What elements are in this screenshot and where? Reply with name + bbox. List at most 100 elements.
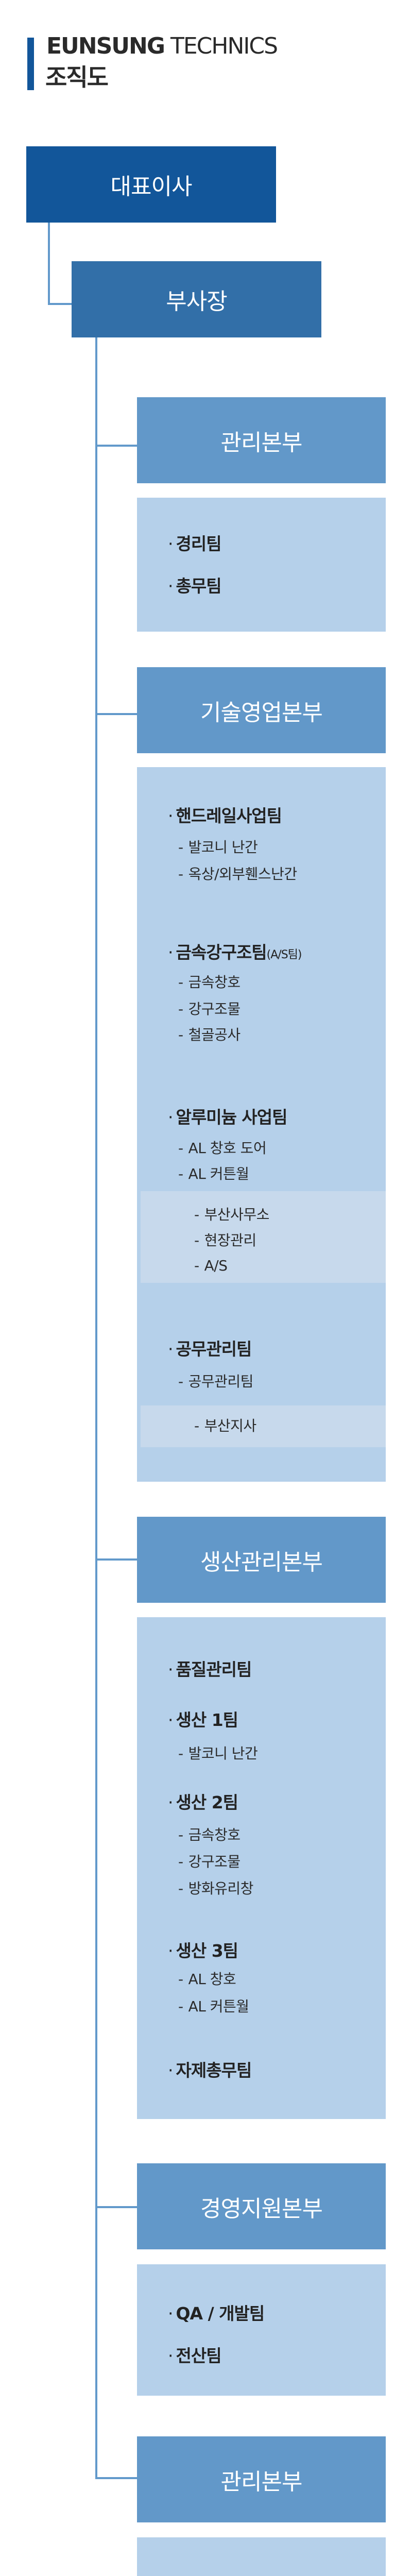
sub-item-label: 철골공사	[188, 1026, 241, 1043]
division-business-support: 경영지원본부	[137, 2163, 386, 2249]
sub-item-label: AL 커튼월	[188, 1165, 249, 1182]
bullet-dot-icon: ·	[168, 2346, 173, 2366]
dash-icon: -	[178, 1998, 183, 2015]
sub-item: -부산지사	[194, 1417, 256, 1435]
division-management: 관리본부	[137, 397, 386, 483]
dash-icon: -	[178, 866, 183, 883]
team-item: ·QA / 개발팀	[168, 2303, 265, 2324]
dash-icon: -	[178, 1971, 183, 1988]
dash-icon: -	[194, 1206, 199, 1223]
bullet-dot-icon: ·	[168, 806, 173, 826]
sub-item: -발코니 난간	[178, 1744, 258, 1763]
division-tech-sales: 기술영업본부	[137, 667, 386, 753]
sub-item-label: 금속창호	[188, 974, 241, 991]
sub-item: -옥상/외부휀스난간	[178, 865, 297, 884]
connector-branch-2	[95, 1558, 137, 1561]
vice-president-label: 부사장	[166, 289, 227, 315]
bullet-dot-icon: ·	[168, 2060, 173, 2080]
highlight-group: -부산지사	[141, 1405, 386, 1447]
team-item: ·자제총무팀	[168, 2060, 252, 2081]
bullet-dot-icon: ·	[168, 1659, 173, 1680]
sub-item-label: AL 창호	[188, 1971, 236, 1988]
sub-item-label: 발코니 난간	[188, 1745, 258, 1762]
sub-item-label: 부산사무소	[204, 1206, 270, 1223]
ceo-box: 대표이사	[26, 146, 276, 223]
team-name: 생산 1팀	[176, 1710, 239, 1730]
bullet-dot-icon: ·	[168, 534, 173, 554]
connector-ceo-horizontal	[48, 303, 72, 305]
team-item: ·생산 1팀	[168, 1710, 238, 1731]
team-item: ·총무팀	[168, 576, 222, 597]
dash-icon: -	[178, 839, 183, 856]
highlight-group: -부산사무소 -현장관리 -A/S	[141, 1191, 386, 1283]
division-label: 관리본부	[220, 2468, 303, 2495]
team-item: ·핸드레일사업팀	[168, 806, 282, 826]
dash-icon: -	[178, 1026, 183, 1043]
bullet-dot-icon: ·	[168, 1107, 173, 1127]
team-name: 공무관리팀	[176, 1339, 252, 1359]
sub-item: -부산사무소	[194, 1206, 269, 1224]
sub-item-label: 금속창호	[188, 1826, 241, 1843]
sub-item: -현장관리	[194, 1231, 256, 1250]
sub-item: -강구조물	[178, 1853, 241, 1871]
bullet-dot-icon: ·	[168, 942, 173, 962]
page-title: 조직도	[45, 63, 109, 91]
division-label: 생산관리본부	[200, 1549, 323, 1575]
team-suffix: (A/S팀)	[266, 948, 302, 961]
team-item: ·공무관리팀	[168, 1339, 252, 1360]
dash-icon: -	[178, 1001, 183, 1018]
division-label: 관리본부	[220, 429, 303, 456]
sub-item: -철골공사	[178, 1026, 241, 1044]
division-production: 생산관리본부	[137, 1517, 386, 1603]
ceo-label: 대표이사	[110, 174, 193, 200]
sub-item: -방화유리창	[178, 1879, 253, 1898]
bullet-dot-icon: ·	[168, 1792, 173, 1812]
connector-ceo-vertical	[48, 223, 50, 305]
connector-branch-0	[95, 445, 137, 447]
team-name: 경리팀	[176, 534, 222, 554]
company-name: EUNSUNG TECHNICS	[46, 33, 278, 60]
sub-item: -발코니 난간	[178, 838, 258, 857]
dash-icon: -	[178, 1853, 183, 1870]
sub-item-label: 발코니 난간	[188, 839, 258, 856]
bullet-dot-icon: ·	[168, 1710, 173, 1730]
division-management-detail: ·경리팀 ·총무팀	[137, 498, 386, 632]
sub-item-label: 강구조물	[188, 1001, 241, 1018]
team-name: 핸드레일사업팀	[176, 806, 283, 826]
division-management-branches-detail: ·카타르지사 ·괌지사	[137, 2537, 386, 2576]
dash-icon: -	[178, 1880, 183, 1897]
team-name: QA / 개발팀	[176, 2303, 265, 2324]
title-accent-bar	[27, 38, 34, 90]
team-name: 총무팀	[176, 576, 222, 596]
sub-item-label: AL 커튼월	[188, 1998, 249, 2015]
sub-item: -AL 커튼월	[178, 1165, 249, 1183]
sub-item: -강구조물	[178, 1000, 241, 1019]
sub-item: -AL 창호	[178, 1970, 236, 1989]
team-item: ·경리팀	[168, 534, 222, 554]
sub-item-label: A/S	[204, 1257, 228, 1274]
bullet-dot-icon: ·	[168, 1339, 173, 1359]
sub-item: -금속창호	[178, 1826, 241, 1844]
division-management-branches: 관리본부	[137, 2436, 386, 2522]
team-item: ·생산 2팀	[168, 1792, 238, 1813]
team-name: 품질관리팀	[176, 1659, 252, 1680]
bullet-dot-icon: ·	[168, 2303, 173, 2324]
dash-icon: -	[194, 1257, 199, 1274]
connector-branch-1	[95, 713, 137, 715]
dash-icon: -	[178, 1140, 183, 1157]
connector-branch-3	[95, 2206, 137, 2208]
team-name: 전산팀	[176, 2346, 222, 2366]
team-name: 생산 3팀	[176, 1941, 239, 1961]
dash-icon: -	[178, 1165, 183, 1182]
sub-item-label: 옥상/외부휀스난간	[188, 866, 298, 883]
sub-item-label: 부산지사	[204, 1417, 257, 1434]
dash-icon: -	[178, 1826, 183, 1843]
dash-icon: -	[178, 974, 183, 991]
bullet-dot-icon: ·	[168, 576, 173, 596]
sub-item-label: 공무관리팀	[188, 1373, 254, 1390]
sub-item: -금속창호	[178, 973, 241, 992]
division-tech-sales-detail: ·핸드레일사업팀 -발코니 난간 -옥상/외부휀스난간 ·금속강구조팀(A/S팀…	[137, 767, 386, 1482]
dash-icon: -	[178, 1373, 183, 1390]
company-name-light: TECHNICS	[170, 33, 278, 59]
sub-item: -AL 창호 도어	[178, 1139, 267, 1158]
